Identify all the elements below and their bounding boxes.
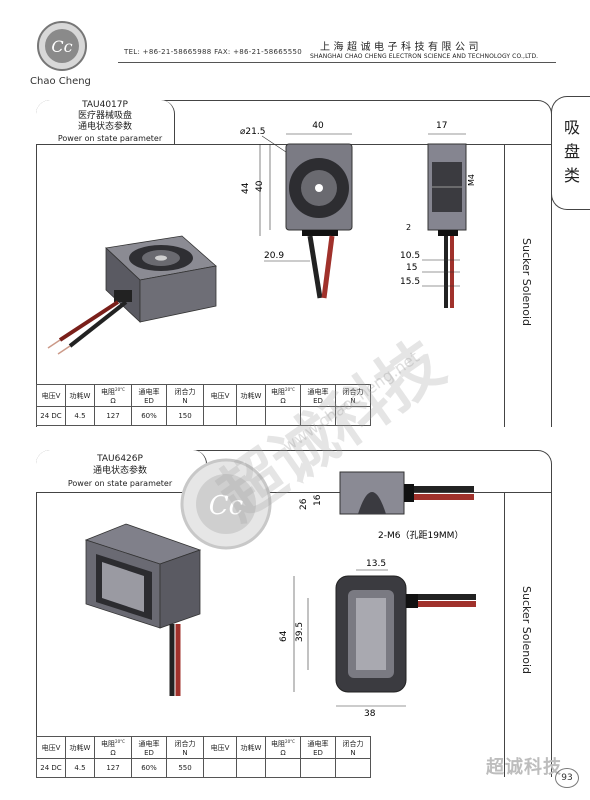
- cell-empty: [203, 758, 237, 778]
- col-power: 功耗W: [65, 384, 95, 407]
- company-name-en: SHANGHAI CHAO CHENG ELECTRON SCIENCE AND…: [310, 53, 539, 60]
- brand-name: Chao Cheng: [30, 76, 91, 87]
- svg-text:Cc: Cc: [209, 491, 244, 521]
- svg-text:Cc: Cc: [51, 37, 72, 56]
- contact-info: TEL: +86-21-58665988 FAX: +86-21-5866555…: [124, 48, 302, 56]
- cell-duty: 60%: [131, 406, 167, 426]
- iso-view-tau6426p: [84, 523, 202, 696]
- dim-44: 44: [241, 182, 251, 194]
- section-tag-box: [36, 450, 207, 493]
- dim-2: 2: [406, 223, 411, 232]
- dim-38: 38: [364, 709, 376, 719]
- dim-40-side: 40: [255, 180, 265, 192]
- header-divider: [118, 62, 556, 63]
- section-rule: [36, 144, 506, 145]
- company-name-cn: 上海超诚电子科技有限公司: [320, 42, 482, 53]
- dim-diameter: ⌀21.5: [240, 127, 265, 137]
- category-tab-label: 吸盘类: [563, 118, 580, 185]
- dim-15: 15: [406, 263, 417, 273]
- col-power: 功耗W: [65, 736, 95, 759]
- cell-resistance: 127: [94, 758, 132, 778]
- dim-40-top: 40: [312, 121, 324, 131]
- page-number: 93: [555, 768, 579, 788]
- front-view-tau6426p: 13.5 64 39.5 38: [279, 559, 476, 719]
- product-section-tau4017p: [36, 100, 552, 427]
- category-column: [504, 144, 551, 427]
- cell-power: 4.5: [65, 758, 95, 778]
- category-label: Sucker Solenoid: [520, 586, 533, 675]
- coin-logo: Cc: [180, 458, 272, 550]
- category-column: [504, 492, 551, 777]
- dim-13-5: 13.5: [366, 559, 386, 569]
- param-title-cn: 通电状态参数: [92, 466, 147, 476]
- dim-16: 16: [313, 494, 323, 506]
- dim-m4: M4: [467, 174, 476, 186]
- param-title-en: Power on state parameter: [57, 134, 163, 143]
- dim-10-5: 10.5: [400, 251, 420, 261]
- cell-resistance: 127: [94, 406, 132, 426]
- col-power-2: 功耗W: [236, 384, 266, 407]
- product-section-tau6426p: [36, 450, 552, 777]
- model-name: TAU6426P: [97, 454, 143, 464]
- dim-26: 26: [299, 498, 309, 510]
- footer-brand: 超诚科技: [486, 757, 562, 778]
- dim-64: 64: [279, 630, 289, 642]
- front-view-tau4017p: 40 ⌀21.5 44 40 20.9: [240, 121, 353, 299]
- dim-39-5: 39.5: [295, 622, 305, 642]
- cell-empty: [265, 758, 301, 778]
- col-voltage-2: 电压V: [203, 384, 237, 407]
- col-voltage: 电压V: [36, 384, 66, 407]
- dim-17: 17: [436, 121, 447, 131]
- cell-force: 150: [166, 406, 204, 426]
- cell-empty: [335, 406, 371, 426]
- col-power-2: 功耗W: [236, 736, 266, 759]
- col-voltage: 电压V: [36, 736, 66, 759]
- cell-duty: 60%: [131, 758, 167, 778]
- category-label: Sucker Solenoid: [520, 238, 533, 327]
- cell-empty: [236, 758, 266, 778]
- dim-m6: 2-M6（孔距19MM）: [378, 530, 463, 541]
- iso-view-tau4017p: [47, 235, 217, 355]
- side-view-tau4017p: 17 M4 2 10.5 15 15.5: [400, 121, 476, 308]
- model-subtitle: 医疗器械吸盘: [77, 111, 132, 121]
- dim-20-9: 20.9: [264, 251, 284, 261]
- side-view-tau6426p: 26 16 2-M6（孔距19MM）: [299, 471, 474, 541]
- param-title-en: Power on state parameter: [67, 479, 173, 488]
- cell-empty: [300, 758, 336, 778]
- col-voltage-2: 电压V: [203, 736, 237, 759]
- cell-empty: [203, 406, 237, 426]
- param-title-cn: 通电状态参数: [77, 122, 132, 132]
- cell-power: 4.5: [65, 406, 95, 426]
- model-name: TAU4017P: [82, 100, 128, 110]
- cell-force: 550: [166, 758, 204, 778]
- company-logo: Cc: [37, 21, 87, 71]
- cell-empty: [335, 758, 371, 778]
- dim-15-5: 15.5: [400, 277, 420, 287]
- section-rule: [36, 492, 506, 493]
- cell-voltage: 24 DC: [36, 758, 66, 778]
- cell-voltage: 24 DC: [36, 406, 66, 426]
